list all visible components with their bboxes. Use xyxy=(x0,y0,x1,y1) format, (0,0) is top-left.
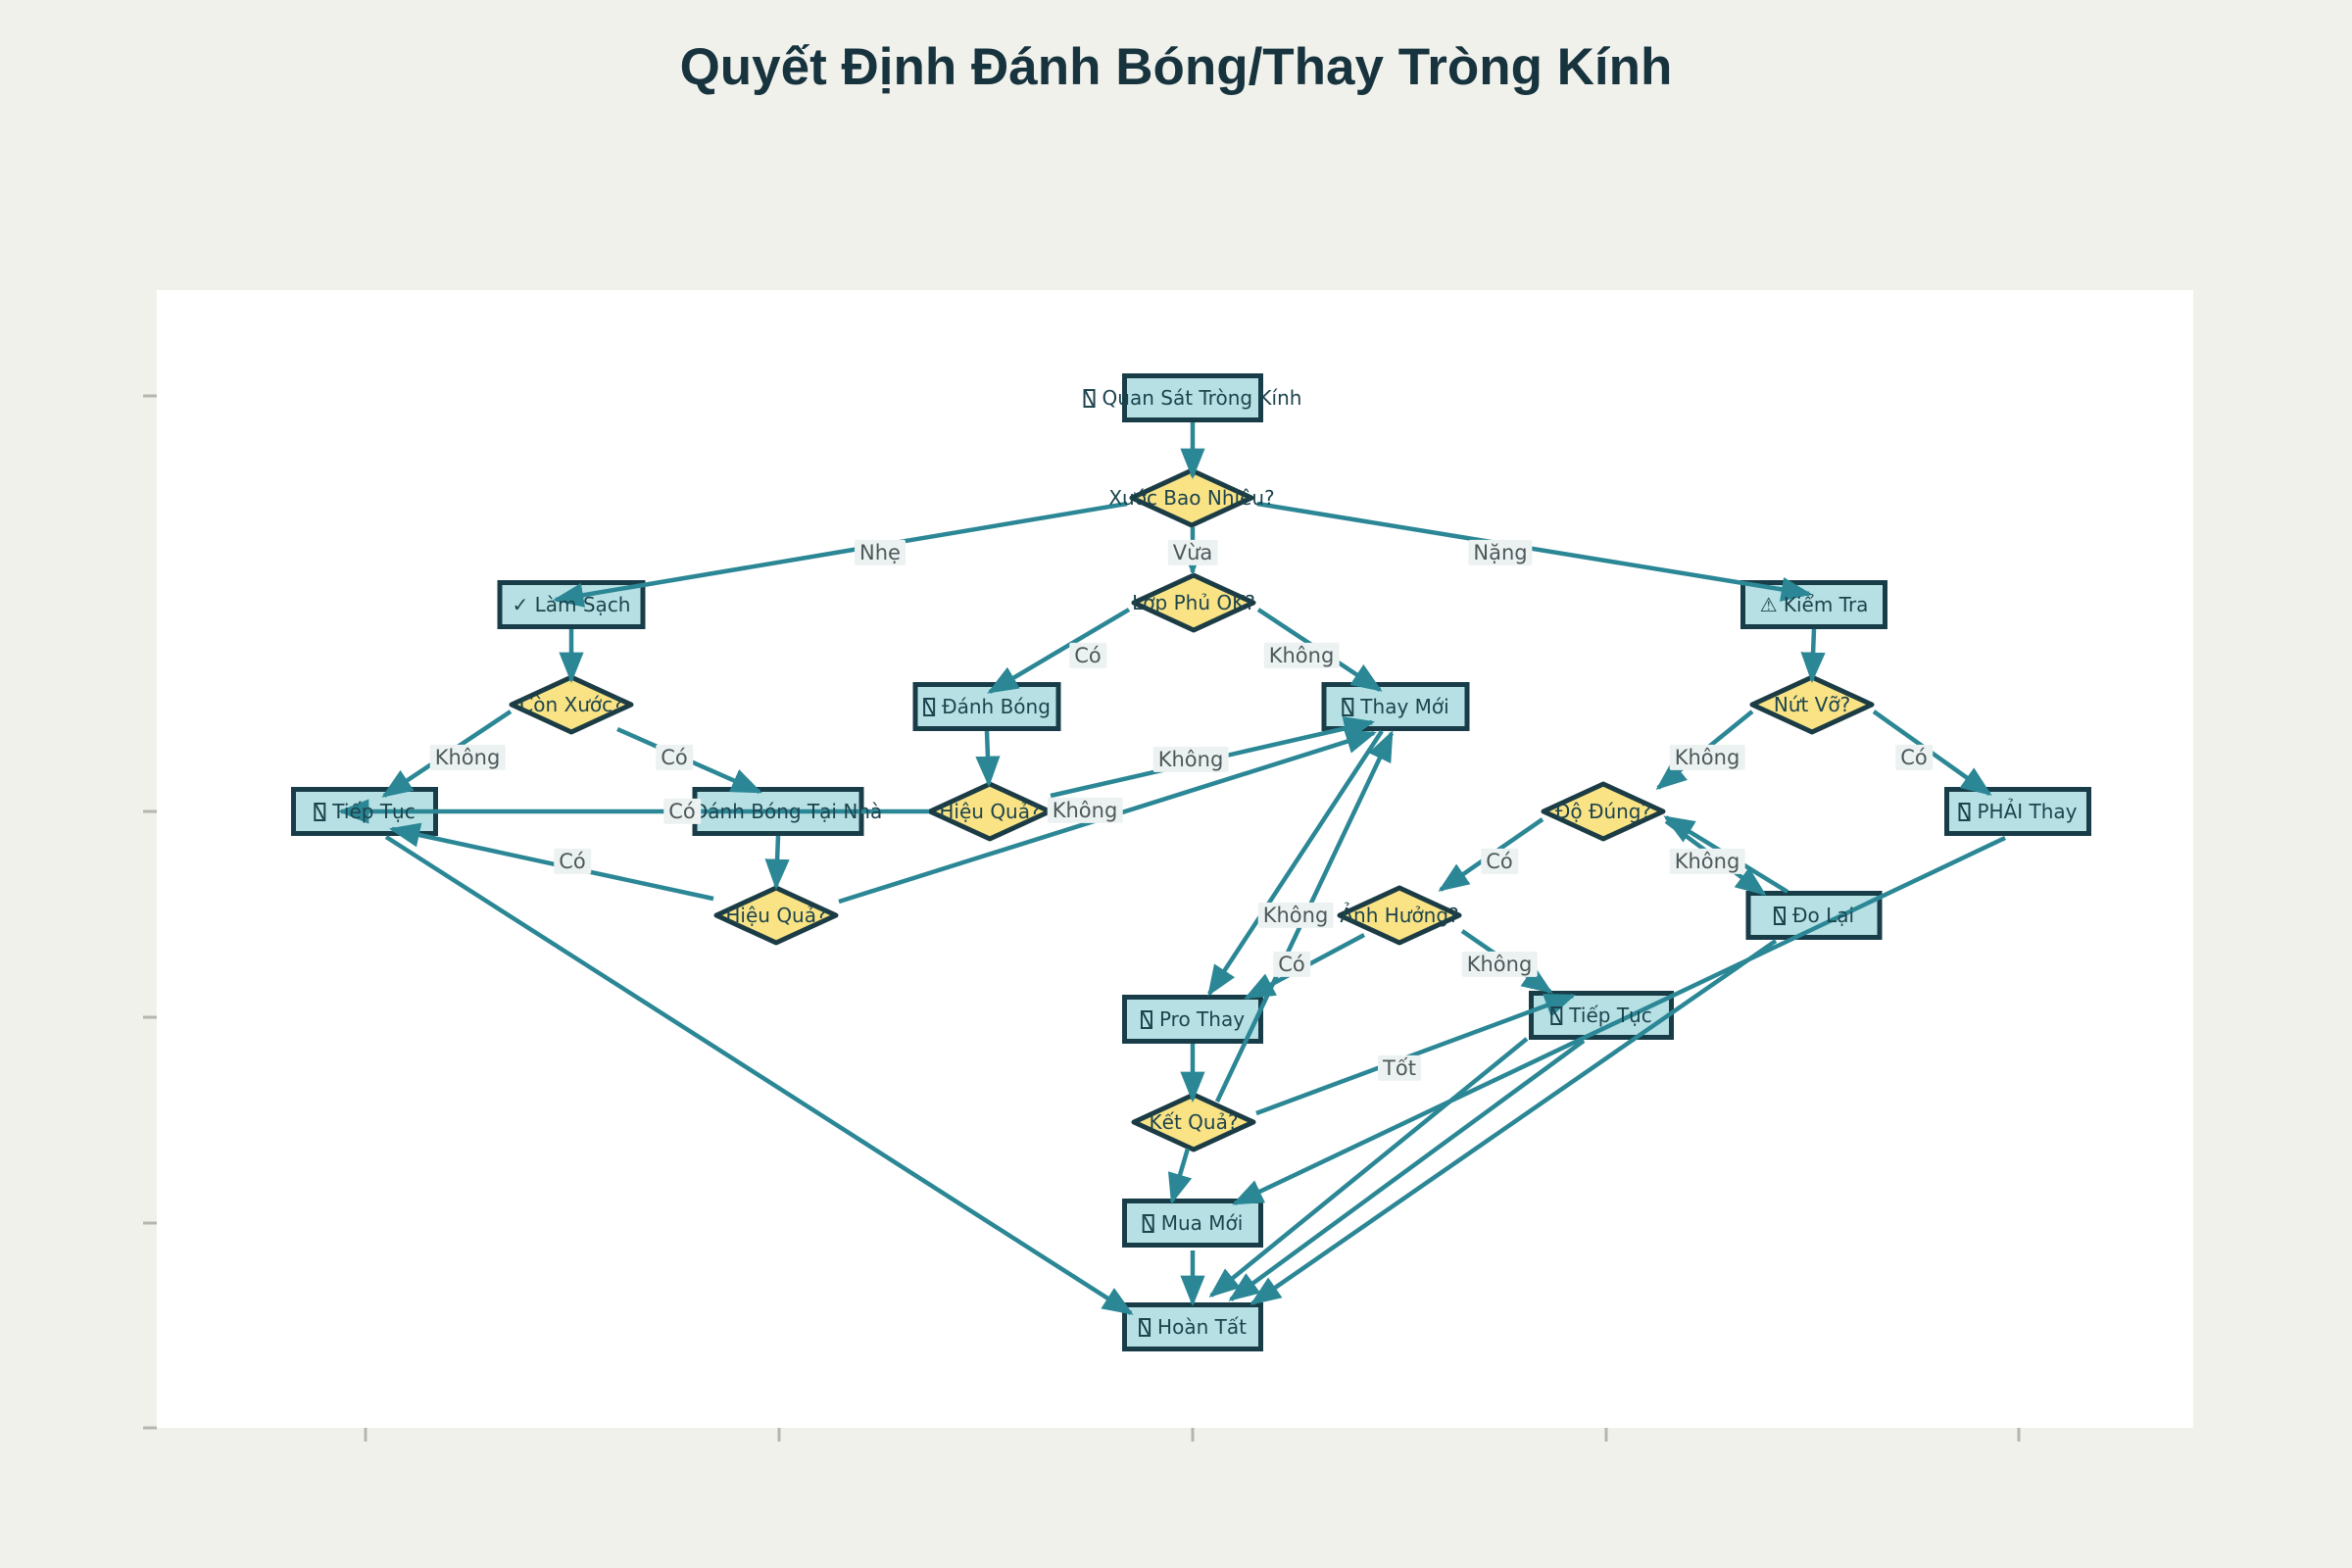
node-quan-sat xyxy=(1122,373,1263,422)
page-title: Quyết Định Đánh Bóng/Thay Tròng Kính xyxy=(679,38,1673,96)
node-phai-thay xyxy=(1944,787,2091,836)
decision-do-dung xyxy=(1541,781,1666,842)
decision-con-xuoc xyxy=(509,674,634,735)
node-lam-sach xyxy=(497,580,646,629)
decision-nut-vo xyxy=(1749,674,1875,735)
decision-xuoc-bao-nhieu xyxy=(1129,467,1254,528)
node-tiep-tuc-2 xyxy=(1529,991,1674,1040)
node-hoan-tat xyxy=(1122,1302,1263,1351)
node-danh-bong xyxy=(912,682,1061,731)
decision-lop-phu-ok xyxy=(1131,572,1256,633)
node-kiem-tra xyxy=(1740,580,1887,629)
node-tiep-tuc-1 xyxy=(291,787,438,836)
node-do-lai xyxy=(1745,891,1883,940)
node-mua-moi xyxy=(1122,1199,1263,1248)
node-danh-bong-tai-nha xyxy=(692,787,864,836)
node-pro-thay xyxy=(1122,995,1263,1044)
node-thay-moi xyxy=(1321,682,1470,731)
